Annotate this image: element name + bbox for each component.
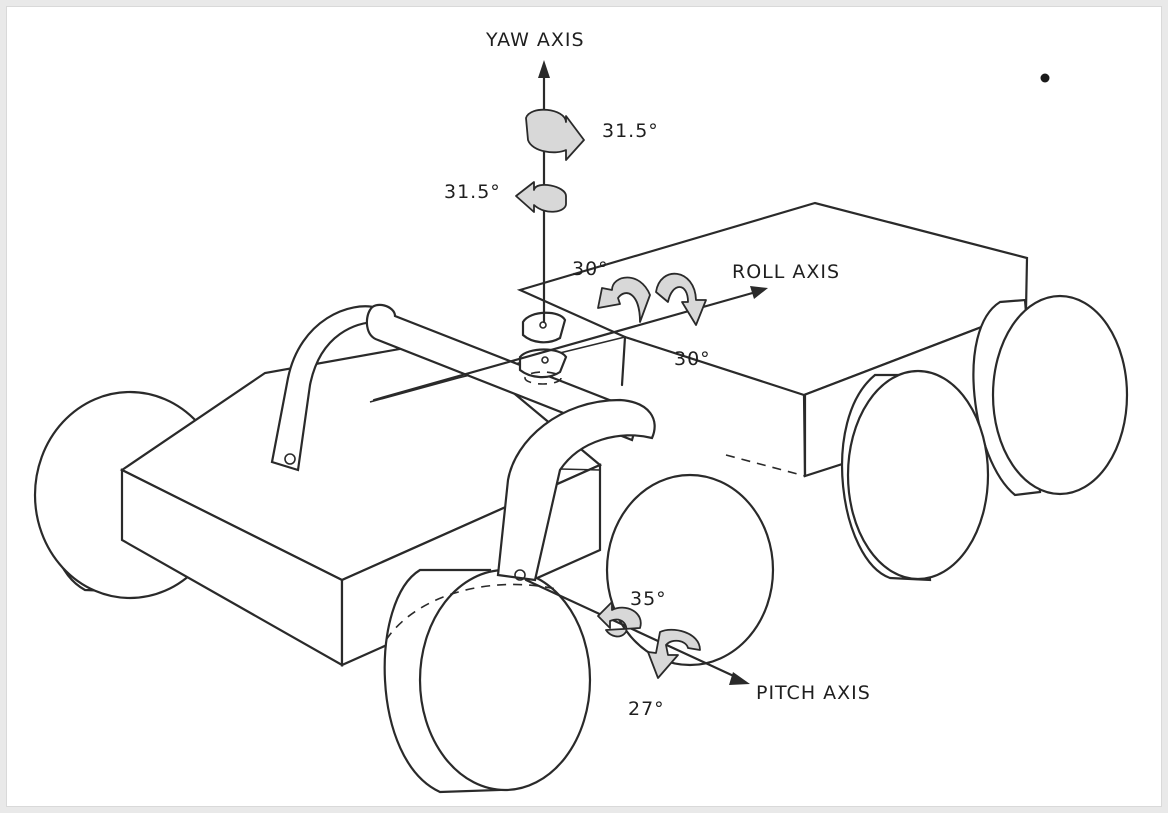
roll-angle-positive: 30° (572, 258, 609, 280)
roll-bar (270, 303, 656, 582)
yaw-rotation-arrow-positive (525, 108, 585, 161)
pitch-rotation-arrow-up (597, 601, 642, 638)
yaw-axis-label: YAW AXIS (486, 29, 585, 51)
yaw-angle-positive: 31.5° (602, 120, 659, 142)
front-wheel-far (605, 473, 775, 667)
yaw-rotation-arrow-negative (515, 181, 567, 213)
rear-wheel-front (840, 369, 990, 582)
roll-angle-negative: 30° (674, 348, 711, 370)
ink-speck (1040, 73, 1050, 83)
roll-axis-label: ROLL AXIS (732, 261, 841, 283)
roll-rotation-arrow-left (597, 276, 651, 323)
roll-rotation-arrow-right (655, 272, 707, 326)
pitch-rotation-arrow-down (647, 628, 701, 679)
rear-wheel-back (972, 294, 1129, 497)
yaw-angle-negative: 31.5° (444, 181, 501, 203)
front-wheel-bottom (383, 568, 592, 794)
pitch-axis-label: PITCH AXIS (756, 682, 871, 704)
pitch-angle-down: 27° (628, 698, 665, 720)
pitch-angle-up: 35° (630, 588, 667, 610)
